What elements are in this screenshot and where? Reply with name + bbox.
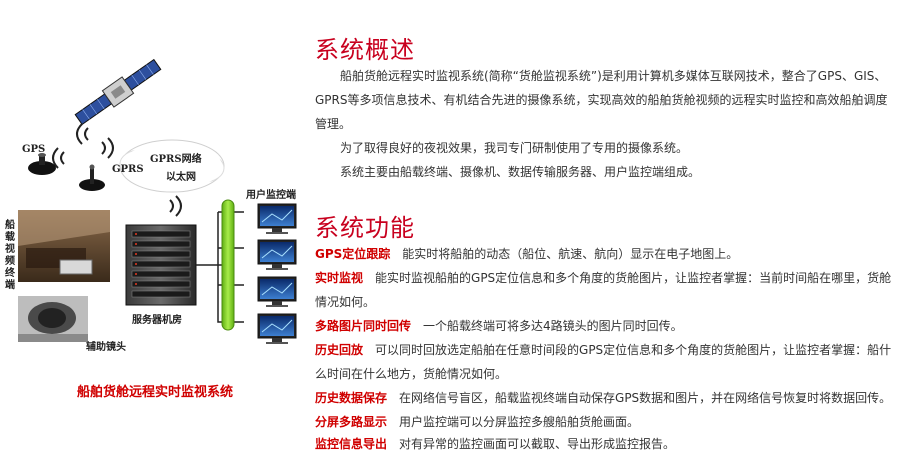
gprs-label: GPRS bbox=[112, 164, 144, 175]
feature-desc: 能实时将船舶的动态（船位、航速、航向）显示在电子地图上。 bbox=[402, 247, 739, 261]
feature-desc: 可以同时回放选定船舶在任意时间段的GPS定位信息和多个角度的货舱图片，让监控者掌… bbox=[315, 343, 892, 381]
features-title: 系统功能 bbox=[315, 214, 415, 242]
camera-icon bbox=[18, 296, 88, 342]
feature-name: 历史数据保存 bbox=[315, 391, 388, 405]
feature-name: 监控信息导出 bbox=[315, 437, 388, 451]
connector-lines bbox=[196, 211, 244, 323]
feature-desc: 能实时监视船舶的GPS定位信息和多个角度的货舱图片，让监控者掌握：当前时间船在哪… bbox=[315, 271, 892, 309]
gps-antenna-icon bbox=[28, 153, 56, 175]
feature-item: 多路图片同时回传一个船载终端可将多达4路镜头的图片同时回传。 bbox=[315, 314, 895, 338]
monitor-icon bbox=[257, 203, 297, 234]
ship-terminal-label: 船载视频终端 bbox=[5, 220, 15, 291]
diagram-graphics bbox=[18, 58, 297, 344]
monitor-icon bbox=[257, 313, 297, 344]
feature-desc: 在网络信号盲区，船载监视终端自动保存GPS数据和图片，并在网络信号恢复时将数据回… bbox=[399, 391, 892, 405]
overview-title: 系统概述 bbox=[315, 36, 415, 64]
signal-waves bbox=[52, 123, 182, 217]
feature-name: 实时监视 bbox=[315, 271, 364, 285]
monitor-icon bbox=[257, 239, 297, 270]
feature-item: 实时监视能实时监视船舶的GPS定位信息和多个角度的货舱图片，让监控者掌握：当前时… bbox=[315, 266, 895, 314]
feature-item: 分屏多路显示用户监控端可以分屏监控多艘船舶货舱画面。 bbox=[315, 410, 895, 434]
ship-hold-photo bbox=[18, 210, 110, 282]
feature-item: 历史回放可以同时回放选定船舶在任意时间段的GPS定位信息和多个角度的货舱图片，让… bbox=[315, 338, 895, 386]
gprs-antenna-icon bbox=[79, 164, 105, 191]
user-client-label: 用户监控端 bbox=[246, 190, 296, 201]
network-label-1: GPRS网络 bbox=[150, 154, 202, 165]
feature-name: 历史回放 bbox=[315, 343, 364, 357]
aux-lens-label: 辅助镜头 bbox=[86, 342, 126, 353]
feature-name: GPS定位跟踪 bbox=[315, 247, 391, 261]
feature-desc: 对有异常的监控画面可以截取、导出形成监控报告。 bbox=[399, 437, 676, 451]
feature-item: GPS定位跟踪能实时将船舶的动态（船位、航速、航向）显示在电子地图上。 bbox=[315, 242, 895, 266]
system-diagram: GPS GPRS GPRS网络 以太网 船载视频终端 辅助镜头 服务器机房 用户… bbox=[0, 0, 300, 457]
feature-item: 监控信息导出对有异常的监控画面可以截取、导出形成监控报告。 bbox=[315, 432, 895, 456]
feature-name: 分屏多路显示 bbox=[315, 415, 388, 429]
feature-item: 历史数据保存在网络信号盲区，船载监视终端自动保存GPS数据和图片，并在网络信号恢… bbox=[315, 386, 895, 410]
overview-paragraph-1: 船舶货舱远程实时监视系统(简称“货舱监视系统”)是利用计算机多媒体互联网技术，整… bbox=[315, 69, 888, 131]
overview-paragraph-3: 系统主要由船载终端、摄像机、数据传输服务器、用户监控端组成。 bbox=[340, 165, 701, 179]
network-cloud bbox=[119, 139, 225, 193]
feature-desc: 一个船载终端可将多达4路镜头的图片同时回传。 bbox=[423, 319, 683, 333]
diagram-caption: 船舶货舱远程实时监视系统 bbox=[76, 385, 233, 400]
feature-name: 多路图片同时回传 bbox=[315, 319, 412, 333]
server-room-label: 服务器机房 bbox=[132, 315, 182, 326]
network-bus bbox=[221, 199, 235, 331]
satellite-icon bbox=[74, 58, 162, 126]
server-rack-icon bbox=[125, 224, 197, 306]
feature-desc: 用户监控端可以分屏监控多艘船舶货舱画面。 bbox=[399, 415, 640, 429]
monitor-icon bbox=[257, 276, 297, 307]
network-label-2: 以太网 bbox=[166, 172, 196, 183]
gps-label: GPS bbox=[22, 144, 46, 155]
overview-paragraph-2: 为了取得良好的夜视效果，我司专门研制使用了专用的摄像系统。 bbox=[340, 141, 689, 155]
